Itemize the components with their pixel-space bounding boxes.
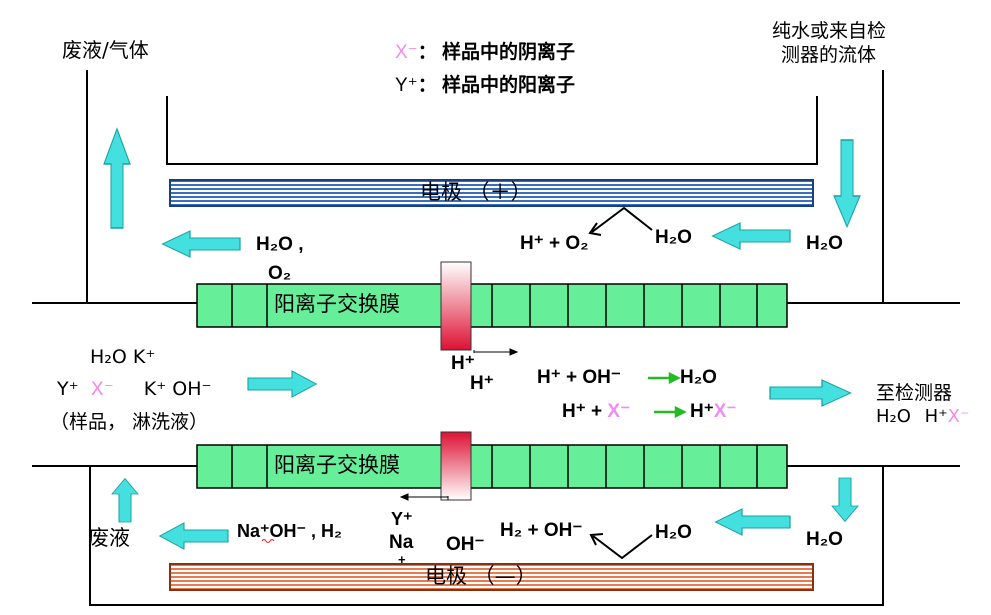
top-right-h2o: H₂O (806, 233, 843, 254)
plug-bottom (440, 431, 472, 501)
x-minus-symbol: X⁻ (395, 42, 418, 63)
anode-electrode (169, 179, 814, 207)
acid-h-plus: H⁺ + (562, 401, 603, 422)
flow-arrow-down-bottom-right (831, 477, 859, 522)
pure-water-label-line2: 测器的流体 (781, 44, 877, 66)
detector-h-plus: H⁺ (924, 406, 948, 427)
sample-line3: （样品， 淋洗液） (50, 411, 209, 433)
waste-liquid-label: 废液 (88, 526, 130, 550)
ion-migration-arrows (399, 348, 519, 501)
anode-h2o: H₂O (655, 227, 692, 248)
flow-arrow-left-top-right (711, 222, 791, 250)
y-plus-symbol: Y⁺ (395, 75, 418, 96)
cathode-waste-products: Na⁺OH⁻ , H₂ (237, 521, 343, 541)
sample-k-oh: K⁺ OH⁻ (143, 378, 212, 400)
detector-x-minus: X⁻ (947, 406, 970, 427)
cathode-products: H₂ + OH⁻ (500, 520, 583, 541)
legend-x-minus: X⁻： 样品中的阴离子 (395, 43, 575, 62)
neutralization-reactants: H⁺ + OH⁻ (537, 367, 621, 388)
oh-minus-bottom: OH⁻ (446, 534, 485, 555)
acid-x-minus: X⁻ (607, 401, 631, 422)
y-plus-bottom: Y⁺ (391, 509, 413, 529)
flow-arrow-up-left (103, 128, 131, 229)
cathode-h2o: H₂O (655, 522, 692, 543)
sample-line1: H₂O K⁺ (90, 346, 156, 368)
h-plus-ion-2: H⁺ (470, 373, 494, 394)
cathode-electrode (169, 563, 814, 591)
y-plus-description: ： 样品中的阳离子 (417, 75, 575, 96)
o2-product: O₂ (268, 263, 292, 284)
anode-products: H⁺ + O₂ (520, 233, 589, 254)
sample-line2: Y⁺ X⁻ K⁺ OH⁻ (57, 380, 212, 399)
flow-arrow-up-bottom-left (111, 478, 139, 523)
legend-y-plus: Y⁺： 样品中的阳离子 (395, 76, 575, 95)
plug-top (440, 261, 472, 351)
cathode-label: 电极 （—） (425, 564, 537, 588)
sample-y-plus: Y⁺ (57, 378, 79, 400)
chamber-outline (32, 70, 960, 606)
flow-arrow-left-bottom-right (714, 508, 791, 536)
detector-output: H₂O H⁺X⁻ (876, 408, 970, 426)
na-plus: Na (389, 532, 414, 553)
sample-x-minus: X⁻ (90, 378, 114, 400)
x-minus-description: ： 样品中的阴离子 (417, 42, 575, 63)
bottom-right-h2o: H₂O (806, 529, 843, 550)
na-plus-sign: + (398, 552, 406, 567)
acid-product: H⁺X⁻ (690, 402, 736, 421)
anode-reaction-arrow (588, 206, 653, 236)
acid-product-h: H⁺ (690, 401, 714, 422)
pure-water-label-line1: 纯水或来自检 (772, 20, 887, 42)
membrane-bottom (196, 444, 788, 489)
h2o-o2-waste: H₂O , (256, 234, 304, 255)
acid-reactants: H⁺ + X⁻ (562, 402, 630, 421)
detector-h2o: H₂O (876, 406, 911, 427)
neutralization-product: H₂O (680, 367, 717, 388)
flow-arrow-right-detector (769, 379, 852, 407)
flow-arrow-left-bottom (159, 522, 229, 550)
waste-gas-label: 废液/气体 (62, 38, 149, 62)
anode-label: 电极 （＋） (420, 180, 532, 204)
acid-product-x: X⁻ (713, 401, 737, 422)
flow-arrow-right-mid (247, 370, 317, 398)
membrane-bottom-label: 阳离子交换膜 (274, 453, 400, 477)
to-detector-label: 至检测器 (876, 382, 953, 404)
h-plus-ion-1: H⁺ (451, 353, 475, 374)
flow-arrow-down-right-top (833, 139, 861, 228)
membrane-top (196, 283, 788, 328)
green-reaction-arrows (648, 371, 687, 419)
membrane-top-label: 阳离子交换膜 (274, 292, 400, 316)
wavy-underline (261, 539, 275, 543)
flow-arrow-left-top (161, 230, 241, 258)
cathode-reaction-arrow (589, 533, 653, 560)
